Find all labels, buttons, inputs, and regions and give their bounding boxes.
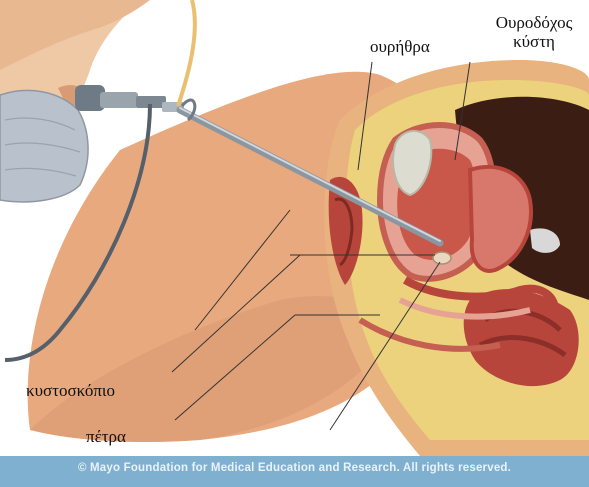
label-stone: πέτρα xyxy=(86,428,126,447)
label-urethra: ουρήθρα xyxy=(370,38,430,57)
surgical-mask xyxy=(0,90,88,201)
stone xyxy=(433,252,451,264)
label-cystoscope: κυστοσκόπιο xyxy=(26,382,115,401)
copyright-text: © Mayo Foundation for Medical Education … xyxy=(0,462,589,474)
